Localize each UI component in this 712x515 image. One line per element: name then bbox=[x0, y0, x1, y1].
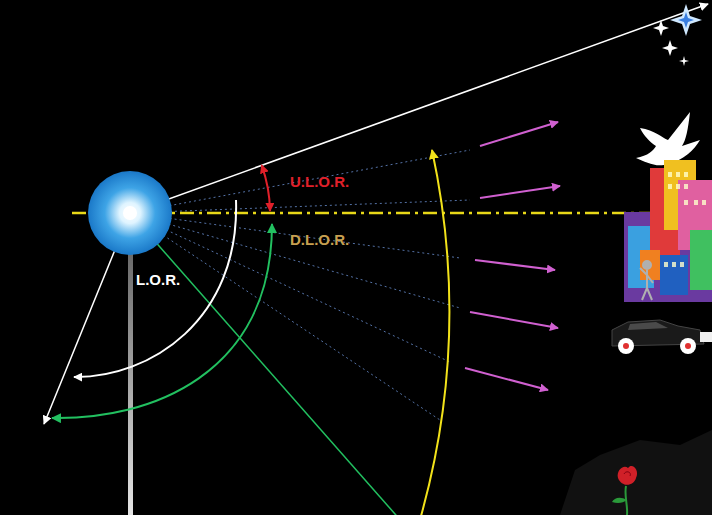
windows bbox=[664, 172, 706, 267]
bird bbox=[636, 112, 700, 165]
ulor-arc bbox=[262, 165, 270, 211]
rose bbox=[612, 466, 637, 515]
dlor-label: D.L.O.R. bbox=[290, 232, 349, 247]
lamp bbox=[123, 206, 137, 220]
car bbox=[612, 320, 712, 354]
ground bbox=[560, 430, 712, 515]
total-arc bbox=[412, 150, 449, 515]
light-arrows bbox=[465, 122, 560, 390]
green-ray bbox=[130, 213, 432, 515]
stars bbox=[653, 4, 702, 66]
pole bbox=[128, 245, 133, 515]
luminaire bbox=[88, 171, 172, 255]
ulor-label: U.L.O.R. bbox=[290, 174, 349, 189]
light-rays bbox=[130, 150, 470, 420]
lor-label: L.O.R. bbox=[136, 272, 180, 287]
upper-limit-ray bbox=[130, 4, 708, 213]
buildings bbox=[624, 160, 712, 302]
person bbox=[640, 261, 653, 300]
dlor-arc bbox=[52, 224, 272, 418]
